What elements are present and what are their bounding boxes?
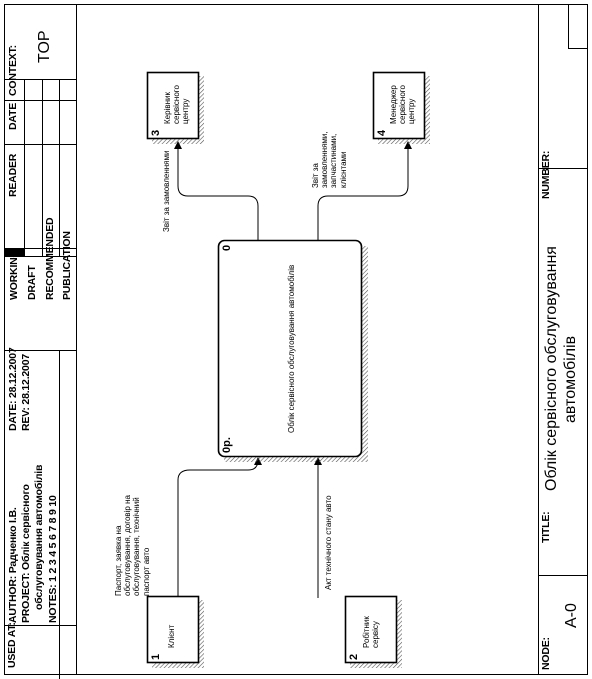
entity-label-head-line1: Керівник	[163, 92, 172, 124]
flow-label-head: Звіт за замовленнями	[162, 151, 171, 232]
entity-number-head: 3	[150, 129, 162, 136]
flow-label-client-line3: обслуговування, технічний	[132, 497, 142, 596]
entity-label-head-line2: сервісного	[172, 85, 182, 124]
flow-label-client-line1: Паспорт, заявка на	[114, 525, 123, 596]
process-label: Облік сервісного обслуговування автомобі…	[287, 264, 296, 433]
flow-label-client-line2: обслуговування, договір на	[123, 495, 133, 596]
entity-label-manager-line2: сервісного	[398, 85, 408, 124]
entity-label-mechanic-line1: Робітник	[362, 616, 371, 648]
flow-client-to-process	[177, 457, 262, 598]
process-number: 0	[221, 244, 233, 251]
flow-label-manager: Звіт за замовленнями, запчастинами, кліє…	[311, 131, 348, 188]
entity-label-client-line: Клієнт	[167, 624, 176, 648]
flow-process-to-manager	[317, 141, 412, 242]
flow-label-manager-line2: замовленнями,	[320, 131, 330, 188]
entity-label-head: Керівник сервісного центру	[163, 85, 191, 124]
entity-box-client	[146, 595, 200, 664]
entity-number-client: 1	[150, 653, 162, 660]
flow-label-mechanic-line1: Акт технічного стану авто	[324, 495, 333, 590]
process-box	[217, 239, 363, 458]
entity-number-manager: 4	[376, 129, 388, 136]
flow-label-client: Паспорт, заявка на обслуговування, догов…	[114, 495, 151, 596]
entity-label-manager-line3: центру	[407, 98, 417, 124]
entity-label-manager: Менеджер сервісного центру	[389, 85, 417, 124]
flow-label-manager-line3: запчастинами,	[329, 133, 339, 188]
entity-label-manager-line1: Менеджер	[389, 85, 398, 124]
entity-box-mechanic	[344, 595, 398, 664]
entity-label-mechanic-line2: сервісу	[371, 621, 381, 648]
entity-box-manager	[372, 71, 426, 140]
entity-label-mechanic: Робітник сервісу	[362, 616, 380, 648]
flow-label-manager-line4: клієнтами	[338, 151, 348, 188]
flow-label-client-line4: паспорт авто	[141, 547, 151, 596]
entity-label-head-line3: центру	[181, 98, 191, 124]
entity-number-mechanic: 2	[348, 653, 360, 660]
entity-label-client: Клієнт	[167, 625, 176, 648]
process-cost: 0р.	[221, 437, 233, 453]
entity-box-head	[146, 71, 200, 140]
flow-label-manager-line1: Звіт за	[311, 163, 320, 188]
flow-process-to-head	[174, 141, 259, 242]
flow-label-head-line1: Звіт за замовленнями	[162, 150, 171, 232]
flow-label-mechanic: Акт технічного стану авто	[324, 495, 333, 590]
